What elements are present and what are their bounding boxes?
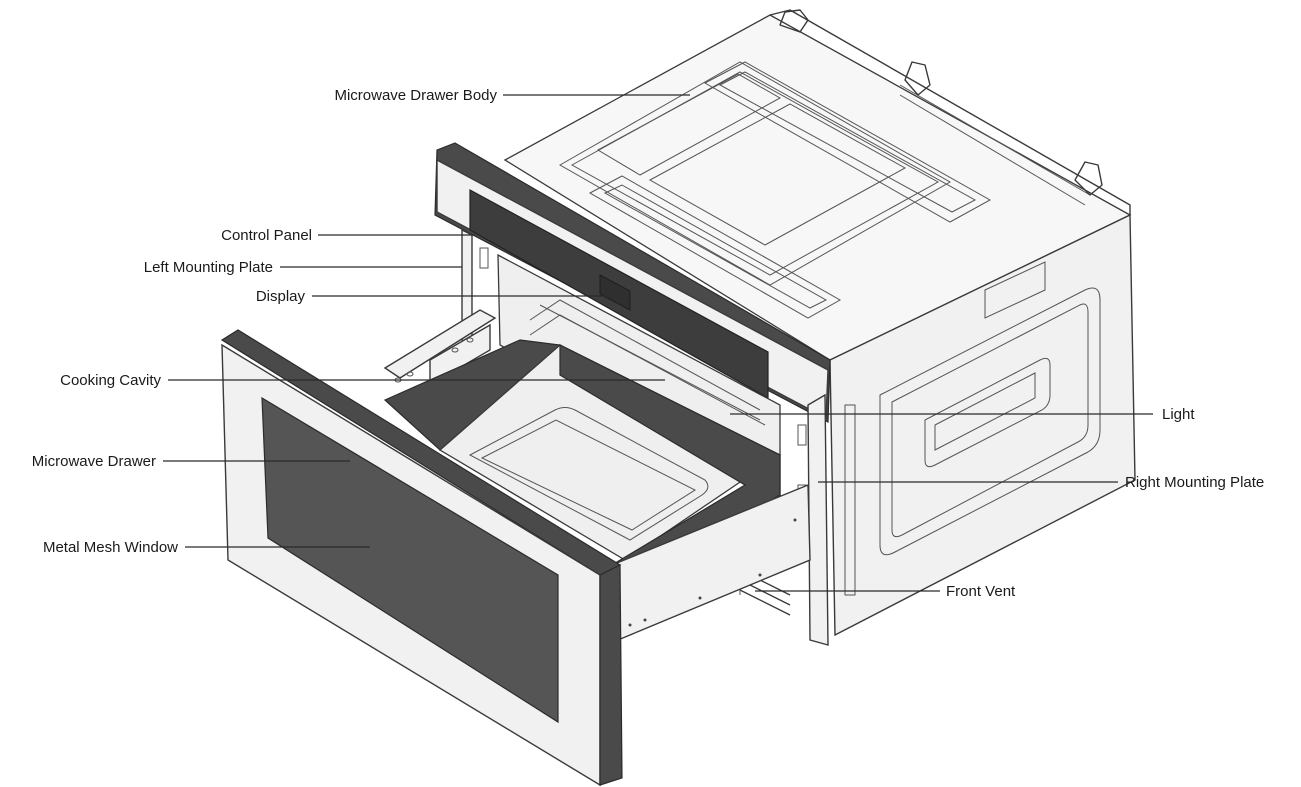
label-right-mounting-plate: Right Mounting Plate [1125, 474, 1264, 491]
label-drawer: Microwave Drawer [32, 453, 156, 470]
label-front-vent: Front Vent [946, 583, 1016, 600]
rail-holes [394, 337, 474, 383]
label-left-mounting-plate: Left Mounting Plate [144, 259, 273, 276]
leader-lines [163, 94, 1153, 592]
callout-labels: Microwave Drawer Body Control Panel Left… [32, 87, 1264, 600]
control-panel [434, 142, 831, 423]
right-mounting-plate [797, 393, 829, 646]
side-panel-holes [628, 518, 797, 627]
label-mesh-window: Metal Mesh Window [43, 539, 178, 556]
metal-mesh-window [261, 396, 559, 724]
display [599, 274, 631, 311]
microwave-drawer-body [503, 9, 1136, 637]
top-embossed-channels [558, 61, 992, 319]
microwave-drawer [220, 309, 811, 787]
label-light: Light [1162, 406, 1195, 423]
side-embossed-panel [844, 261, 1101, 596]
label-cooking-cavity: Cooking Cavity [60, 372, 161, 389]
label-body: Microwave Drawer Body [334, 87, 497, 104]
label-control-panel: Control Panel [221, 227, 312, 244]
mounting-hook-icon [779, 9, 1103, 196]
label-display: Display [256, 288, 306, 305]
